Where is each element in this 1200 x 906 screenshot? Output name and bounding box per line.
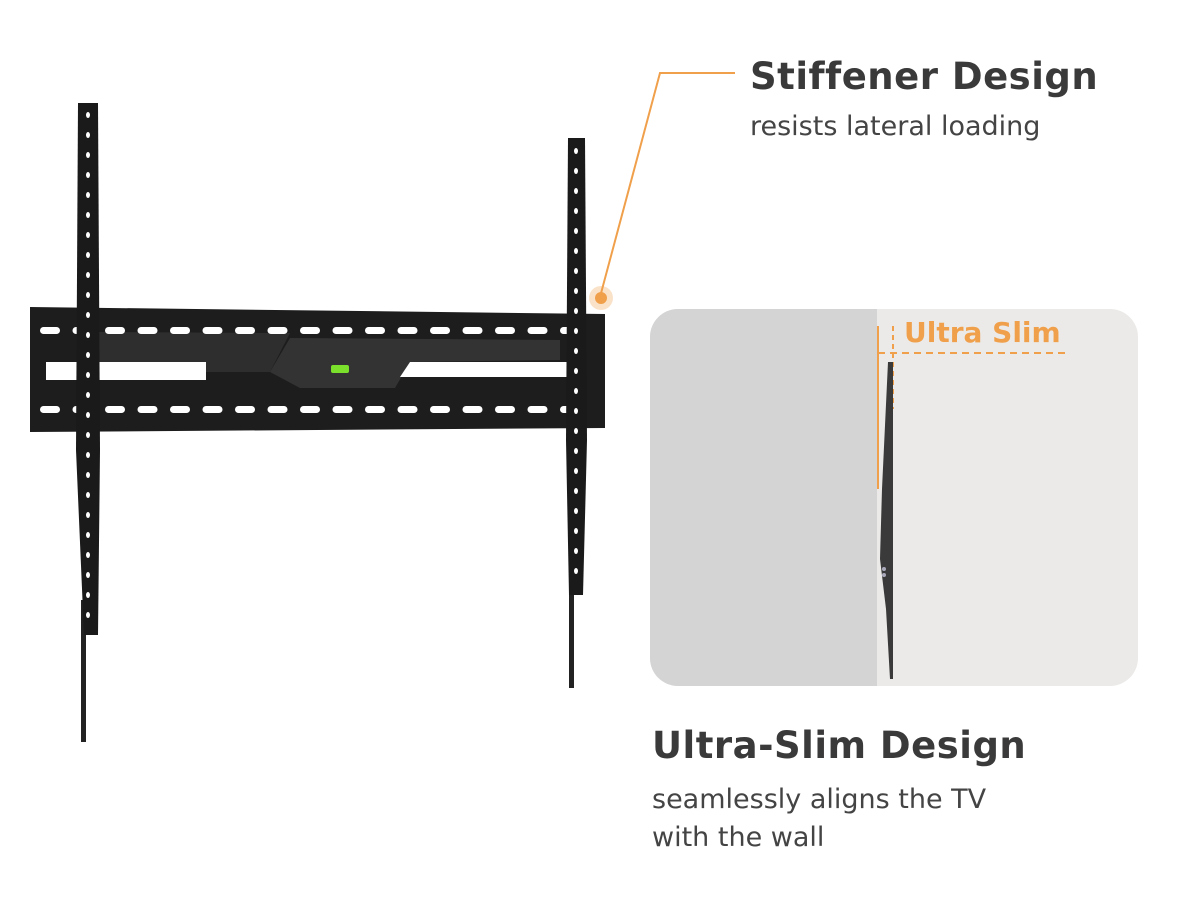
left-rod bbox=[81, 600, 86, 742]
slot bbox=[86, 132, 90, 138]
ultra-slim-subtitle-line2: with the wall bbox=[652, 822, 825, 853]
slot bbox=[574, 168, 578, 174]
slot bbox=[86, 312, 90, 318]
slot bbox=[86, 212, 90, 218]
slot bbox=[86, 412, 90, 418]
mount-side-profile bbox=[880, 362, 893, 679]
slot bbox=[86, 492, 90, 498]
slot bbox=[574, 228, 578, 234]
slot bbox=[105, 406, 125, 413]
slot bbox=[574, 288, 578, 294]
slot bbox=[202, 327, 223, 334]
slot bbox=[86, 232, 90, 238]
slot bbox=[574, 348, 578, 354]
ultra-slim-label: Ultra Slim bbox=[904, 316, 1061, 349]
slot bbox=[574, 208, 578, 214]
stiffener-subtitle: resists lateral loading bbox=[750, 111, 1041, 142]
slot bbox=[574, 448, 578, 454]
slot bbox=[574, 188, 578, 194]
slot bbox=[235, 327, 255, 334]
slot bbox=[574, 408, 578, 414]
slot bbox=[574, 528, 578, 534]
slot bbox=[574, 488, 578, 494]
slot bbox=[574, 388, 578, 394]
slot bbox=[86, 192, 90, 198]
slot bbox=[574, 428, 578, 434]
left-vertical-bracket bbox=[76, 103, 100, 635]
slot bbox=[574, 148, 578, 154]
slot bbox=[332, 406, 353, 413]
slot bbox=[332, 327, 353, 334]
slot bbox=[300, 406, 320, 413]
slot bbox=[170, 327, 190, 334]
slot bbox=[170, 406, 190, 413]
slot bbox=[574, 508, 578, 514]
slot bbox=[86, 112, 90, 118]
slot bbox=[397, 327, 418, 334]
slot bbox=[86, 572, 90, 578]
right-vertical-bracket bbox=[566, 138, 587, 595]
slot bbox=[365, 406, 385, 413]
slot bbox=[86, 352, 90, 358]
slot bbox=[430, 327, 450, 334]
ultra-slim-subtitle-line1: seamlessly aligns the TV bbox=[652, 784, 987, 815]
slot bbox=[235, 406, 255, 413]
tv-wall-mount-image bbox=[30, 103, 605, 742]
slot bbox=[495, 327, 515, 334]
slot bbox=[430, 406, 450, 413]
slot bbox=[137, 406, 158, 413]
slot bbox=[397, 406, 418, 413]
slot bbox=[574, 548, 578, 554]
slot bbox=[86, 252, 90, 258]
slot bbox=[574, 368, 578, 374]
stiffener-callout-line bbox=[589, 72, 735, 310]
slot bbox=[495, 406, 515, 413]
slot bbox=[462, 406, 483, 413]
slot bbox=[40, 327, 60, 334]
slot bbox=[365, 327, 385, 334]
slot bbox=[574, 268, 578, 274]
wall bbox=[650, 309, 877, 686]
slot bbox=[86, 532, 90, 538]
stiffener-title: Stiffener Design bbox=[750, 55, 1099, 98]
slot bbox=[86, 612, 90, 618]
slot bbox=[86, 172, 90, 178]
slot bbox=[574, 328, 578, 334]
slot bbox=[86, 372, 90, 378]
slot bbox=[86, 512, 90, 518]
slot bbox=[202, 406, 223, 413]
slot bbox=[574, 308, 578, 314]
slot bbox=[267, 406, 288, 413]
slot bbox=[86, 552, 90, 558]
ultra-slim-illustration-panel bbox=[650, 309, 1138, 686]
slot bbox=[86, 432, 90, 438]
ultra-slim-title: Ultra-Slim Design bbox=[652, 724, 1027, 767]
slot bbox=[137, 327, 158, 334]
slot bbox=[86, 292, 90, 298]
slot bbox=[574, 248, 578, 254]
slot bbox=[462, 327, 483, 334]
slot bbox=[574, 468, 578, 474]
slot bbox=[86, 332, 90, 338]
slot bbox=[86, 272, 90, 278]
slot bbox=[86, 392, 90, 398]
slot bbox=[86, 152, 90, 158]
slot bbox=[105, 327, 125, 334]
slot bbox=[267, 327, 288, 334]
slot bbox=[86, 592, 90, 598]
slot bbox=[40, 406, 60, 413]
slot bbox=[527, 406, 548, 413]
slot bbox=[300, 327, 320, 334]
slot bbox=[527, 327, 548, 334]
slot bbox=[574, 568, 578, 574]
slot bbox=[86, 452, 90, 458]
right-rod bbox=[569, 560, 574, 688]
slot bbox=[86, 472, 90, 478]
